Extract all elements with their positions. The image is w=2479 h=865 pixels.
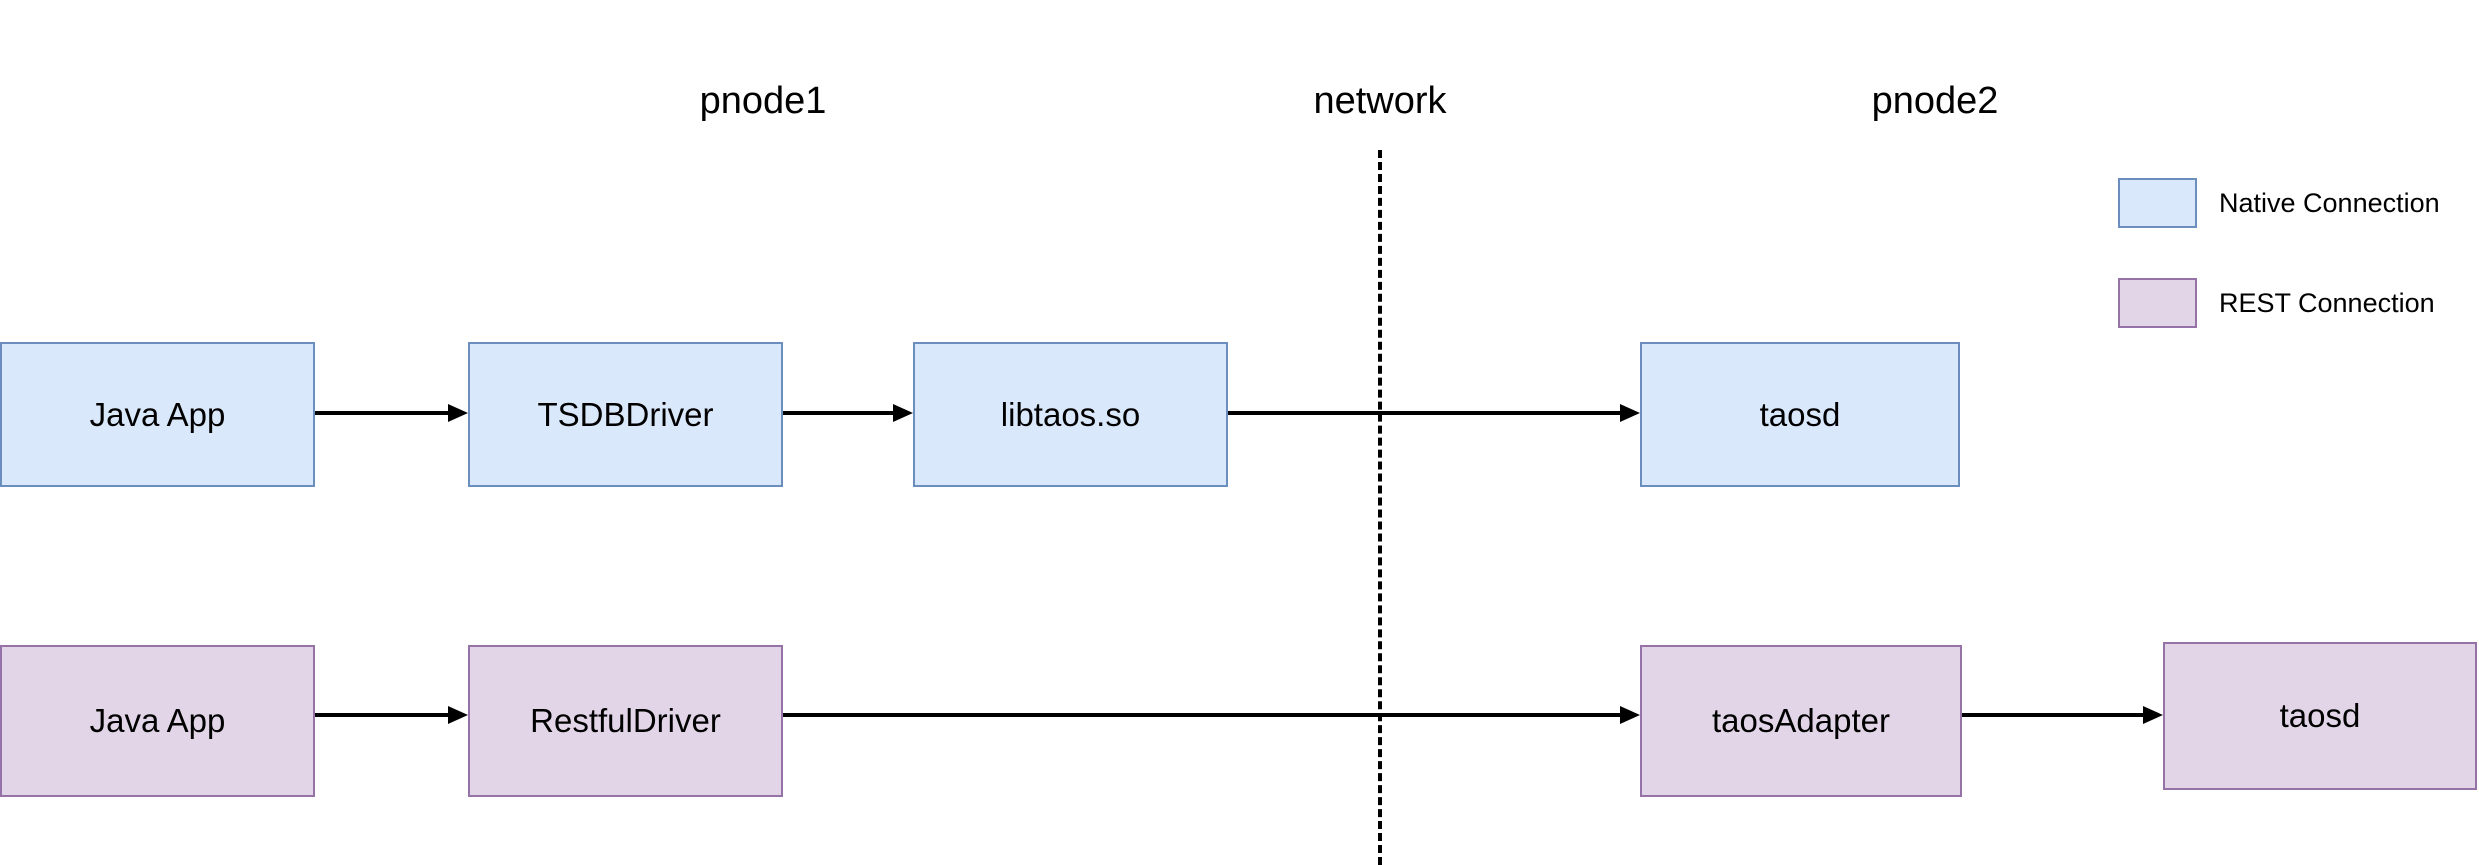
arrow-libtaos-to-taosd — [1228, 411, 1620, 415]
arrow-tsdbdriver-to-libtaos — [783, 411, 893, 415]
arrow-taosadapter-to-taosd — [1962, 713, 2143, 717]
arrow-restfuldriver-to-taosadapter — [783, 713, 1620, 717]
legend-item-native: Native Connection — [2118, 178, 2440, 228]
network-divider-dashed-line — [1378, 150, 1382, 865]
legend-item-rest: REST Connection — [2118, 278, 2435, 328]
zone-label-pnode1: pnode1 — [699, 80, 827, 122]
arrow-javaapp-to-tsdbdriver — [315, 411, 448, 415]
node-java-app-rest: Java App — [0, 645, 315, 797]
node-taosadapter: taosAdapter — [1640, 645, 1962, 797]
rest-connection-swatch — [2118, 278, 2197, 328]
legend-label-rest: REST Connection — [2219, 287, 2435, 318]
node-libtaos-so: libtaos.so — [913, 342, 1228, 487]
zone-label-network: network — [1313, 80, 1447, 122]
legend-label-native: Native Connection — [2219, 187, 2440, 218]
node-taosd-rest: taosd — [2163, 642, 2477, 790]
arrow-javaapp-to-restfuldriver — [315, 713, 448, 717]
node-taosd-native: taosd — [1640, 342, 1960, 487]
zone-label-pnode2: pnode2 — [1871, 80, 1999, 122]
node-restfuldriver: RestfulDriver — [468, 645, 783, 797]
node-java-app-native: Java App — [0, 342, 315, 487]
native-connection-swatch — [2118, 178, 2197, 228]
node-tsdbdriver: TSDBDriver — [468, 342, 783, 487]
